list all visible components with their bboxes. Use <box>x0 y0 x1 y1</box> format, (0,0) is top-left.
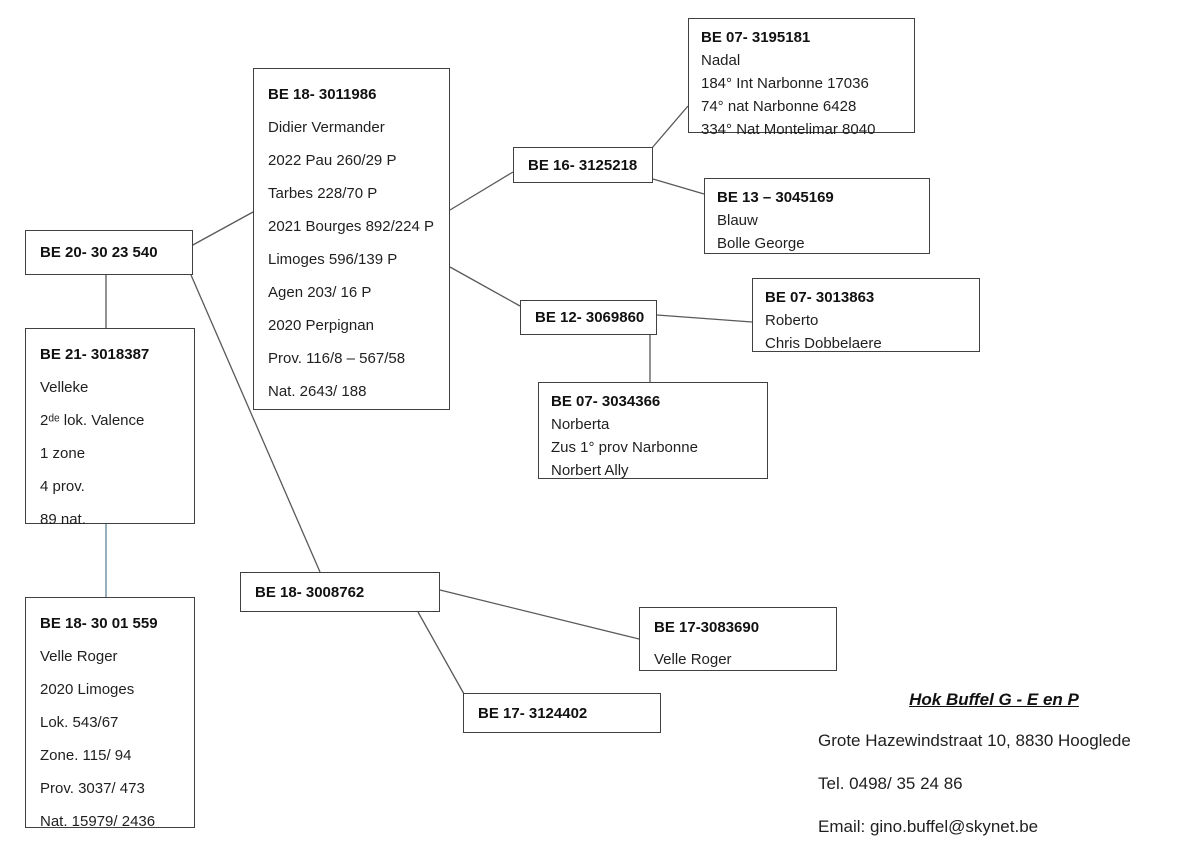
pedigree-line: Tarbes 228/70 P <box>268 185 378 202</box>
connector-be20-be18b <box>190 274 321 573</box>
pedigree-line: 184° Int Narbonne 17036 <box>701 75 869 92</box>
ring-number: BE 13 – 3045169 <box>717 189 834 206</box>
pedigree-line: 2020 Perpignan <box>268 317 374 334</box>
ring-number: BE 18- 3008762 <box>255 583 365 601</box>
connector-be18b-be17b <box>417 611 465 695</box>
pedigree-line: 1 zone <box>40 445 86 462</box>
pedigree-line: 2ᵈᵉ lok. Valence <box>40 412 145 429</box>
connector-be18mid-be12 <box>449 266 521 307</box>
pedigree-line: Roberto <box>765 312 819 329</box>
pedigree-line: Nat. 2643/ 188 <box>268 383 367 400</box>
pedigree-line: Bolle George <box>717 235 805 252</box>
pedigree-box-be16: BE 16- 3125218 <box>513 147 653 183</box>
pedigree-line: Chris Dobbelaere <box>765 335 882 352</box>
pedigree-box-be18-left: BE 18- 30 01 559 Velle Roger 2020 Limoge… <box>25 597 195 830</box>
loft-name: Hok Buffel G - E en P <box>909 690 1079 709</box>
pedigree-line: 2020 Limoges <box>40 681 135 698</box>
ring-number: BE 21- 3018387 <box>40 346 150 363</box>
loft-phone: Tel. 0498/ 35 24 86 <box>818 774 963 793</box>
pedigree-line: Zone. 115/ 94 <box>40 747 132 764</box>
pedigree-line: Norberta <box>551 416 610 433</box>
pedigree-line: Velleke <box>40 379 89 396</box>
connector-be16-nadal <box>651 105 689 149</box>
pedigree-line: Velle Roger <box>40 648 118 665</box>
connector-be18mid-be16 <box>449 171 514 211</box>
pedigree-line: 2022 Pau 260/29 P <box>268 152 397 169</box>
ring-number: BE 20- 30 23 540 <box>40 244 158 261</box>
pedigree-line: 4 prov. <box>40 478 85 495</box>
pedigree-box-be18-mid: BE 18- 3011986 Didier Vermander 2022 Pau… <box>253 68 450 410</box>
pedigree-box-be13: BE 13 – 3045169 Blauw Bolle George <box>704 178 930 254</box>
pedigree-line: Didier Vermander <box>268 119 385 136</box>
pedigree-line: Nat. 15979/ 2436 <box>40 813 156 830</box>
pedigree-line: Norbert Ally <box>551 462 629 479</box>
ring-number: BE 18- 30 01 559 <box>40 615 158 632</box>
ring-number: BE 07- 3034366 <box>551 393 661 410</box>
ring-number: BE 07- 3195181 <box>701 29 811 46</box>
loft-contact-block: Hok Buffel G - E en P Grote Hazewindstra… <box>818 690 1170 858</box>
pedigree-line: Nadal <box>701 52 741 69</box>
pedigree-line: Lok. 543/67 <box>40 714 119 731</box>
ring-number: BE 18- 3011986 <box>268 86 377 103</box>
loft-email: Email: gino.buffel@skynet.be <box>818 817 1039 836</box>
pedigree-line: Prov. 116/8 – 567/58 <box>268 350 406 367</box>
pedigree-line: Agen 203/ 16 P <box>268 284 372 301</box>
pedigree-box-be17-3083690: BE 17-3083690 Velle Roger <box>639 607 837 671</box>
pedigree-box-be21: BE 21- 3018387 Velleke 2ᵈᵉ lok. Valence … <box>25 328 195 528</box>
pedigree-box-be20: BE 20- 30 23 540 <box>25 230 193 275</box>
pedigree-line: 89 nat. <box>40 511 86 528</box>
loft-address: Grote Hazewindstraat 10, 8830 Hooglede <box>818 731 1131 750</box>
ring-number: BE 07- 3013863 <box>765 289 875 306</box>
pedigree-box-be18-3008762: BE 18- 3008762 <box>240 572 440 612</box>
pedigree-box-be07-nadal: BE 07- 3195181 Nadal 184° Int Narbonne 1… <box>688 18 915 138</box>
pedigree-line: Prov. 3037/ 473 <box>40 780 145 797</box>
ring-number: BE 17- 3124402 <box>478 704 588 722</box>
ring-number: BE 12- 3069860 <box>535 309 645 326</box>
pedigree-line: Zus 1° prov Narbonne <box>551 439 698 456</box>
pedigree-line: Blauw <box>717 212 758 229</box>
pedigree-box-be17-3124402: BE 17- 3124402 <box>463 693 661 733</box>
ring-number: BE 17-3083690 <box>654 619 760 636</box>
pedigree-box-be07-norberta: BE 07- 3034366 Norberta Zus 1° prov Narb… <box>538 382 768 479</box>
connector-be20-be18mid <box>190 211 254 247</box>
pedigree-line: Velle Roger <box>654 651 732 668</box>
connector-be16-be13 <box>652 178 705 195</box>
pedigree-line: Limoges 596/139 P <box>268 251 398 268</box>
connector-be12-roberto <box>656 314 753 323</box>
pedigree-box-be07-roberto: BE 07- 3013863 Roberto Chris Dobbelaere <box>752 278 980 352</box>
connector-be18b-be17a <box>439 589 640 640</box>
ring-number: BE 16- 3125218 <box>528 156 638 174</box>
pedigree-line: 334° Nat Montelimar 8040 <box>701 121 876 138</box>
pedigree-line: 74° nat Narbonne 6428 <box>701 98 857 115</box>
pedigree-box-be12: BE 12- 3069860 <box>520 300 657 335</box>
pedigree-line: 2021 Bourges 892/224 P <box>268 218 434 235</box>
